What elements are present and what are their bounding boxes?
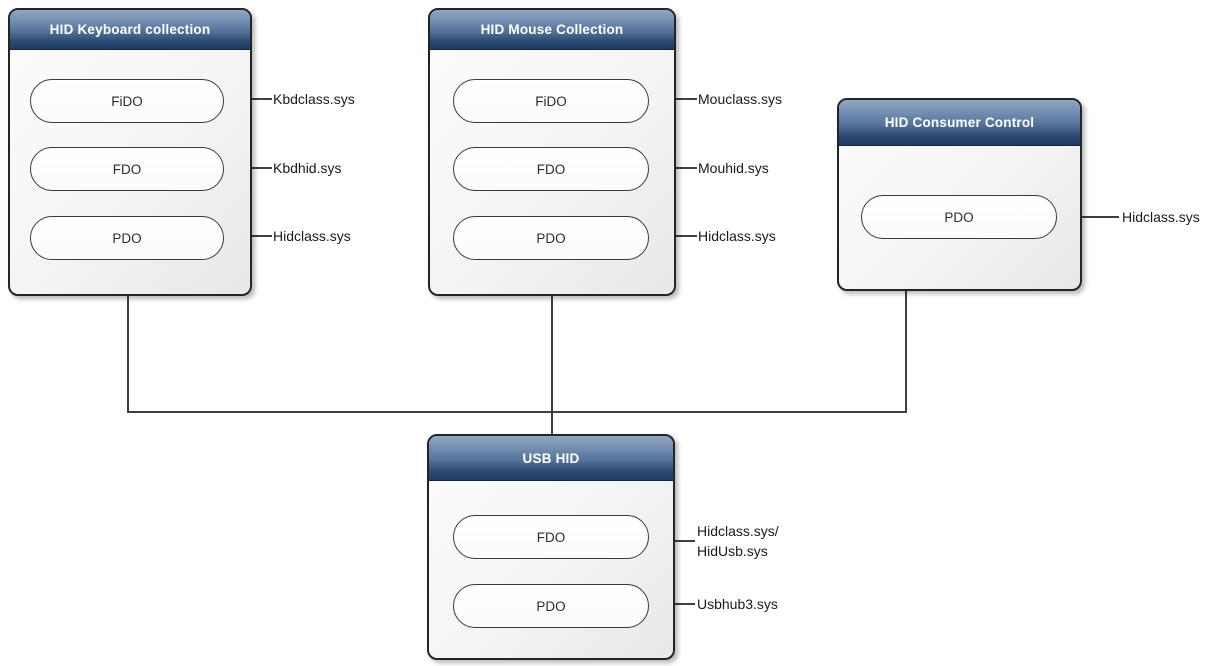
connector-bus-horizontal (127, 411, 907, 413)
device-pill-pdo: PDO (453, 584, 649, 628)
device-pill-fdo: FDO (30, 147, 224, 191)
device-pill-label: FiDO (535, 93, 567, 109)
device-pill-fido: FiDO (453, 79, 649, 123)
driver-label: Kbdhid.sys (273, 160, 342, 176)
driver-label: Hidclass.sys/ HidUsb.sys (697, 523, 779, 559)
device-pill-label: FDO (112, 161, 142, 177)
device-pill-label: FDO (536, 529, 566, 545)
node-title: HID Keyboard collection (49, 22, 211, 37)
driver-label: Hidclass.sys (1122, 209, 1200, 225)
device-pill-pdo: PDO (453, 216, 649, 260)
device-pill-fdo: FDO (453, 515, 649, 559)
device-pill-label: PDO (536, 598, 566, 614)
node-usb-hid: USB HID FDO PDO (427, 434, 675, 660)
device-pill-fido: FiDO (30, 79, 224, 123)
driver-label: Hidclass.sys (698, 228, 776, 244)
node-header: HID Consumer Control (839, 100, 1080, 146)
connector-keyboard-drop (127, 295, 129, 413)
node-header: HID Keyboard collection (10, 10, 250, 50)
device-pill-label: PDO (944, 209, 974, 225)
node-title: HID Consumer Control (884, 115, 1035, 130)
device-pill-label: FDO (536, 161, 566, 177)
driver-label: Mouhid.sys (698, 160, 769, 176)
device-pill-label: PDO (536, 230, 566, 246)
connector-consumer-drop (905, 290, 907, 413)
node-title: USB HID (522, 450, 580, 466)
node-header: USB HID (429, 436, 673, 481)
node-header: HID Mouse Collection (430, 10, 674, 50)
device-pill-pdo: PDO (30, 216, 224, 260)
node-title: HID Mouse Collection (480, 22, 624, 37)
node-hid-mouse-collection: HID Mouse Collection FiDO FDO PDO (428, 8, 676, 296)
driver-label: Mouclass.sys (698, 91, 783, 107)
driver-label: Usbhub3.sys (697, 596, 778, 612)
driver-label: Kbdclass.sys (273, 91, 355, 107)
device-pill-label: FiDO (111, 93, 143, 109)
device-pill-pdo: PDO (861, 195, 1057, 239)
driver-label: Hidclass.sys (273, 228, 351, 244)
connector-mouse-to-usb-drop (551, 295, 553, 435)
device-pill-fdo: FDO (453, 147, 649, 191)
node-hid-keyboard-collection: HID Keyboard collection FiDO FDO PDO (8, 8, 252, 296)
node-hid-consumer-control: HID Consumer Control PDO (837, 98, 1082, 291)
connector-consumer-pdo-driver (1053, 216, 1119, 218)
device-pill-label: PDO (112, 230, 142, 246)
